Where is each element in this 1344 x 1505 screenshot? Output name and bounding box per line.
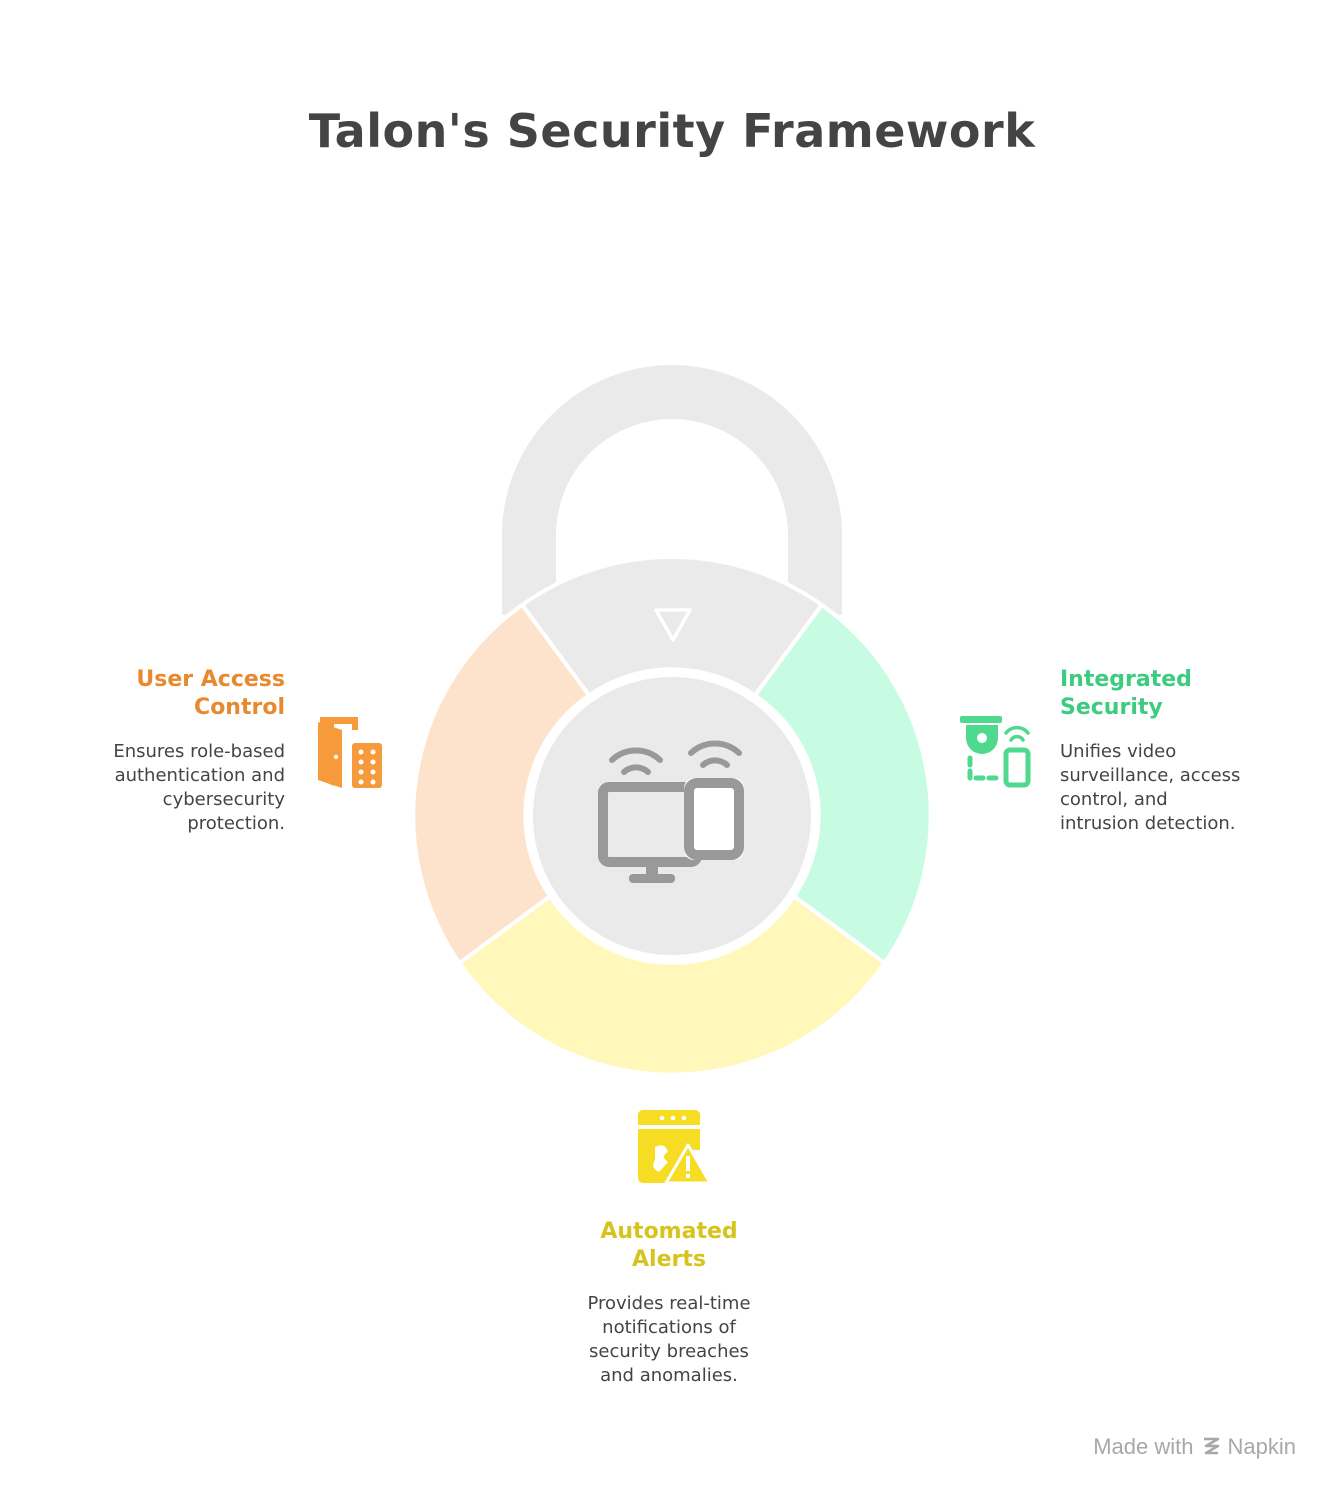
lock-center <box>529 673 815 959</box>
automated-alerts-block: Automated Alerts Provides real-time noti… <box>544 1218 794 1388</box>
automated-alerts-description: Provides real-time notifications of secu… <box>587 1293 751 1386</box>
segment-automated-alerts <box>456 893 888 1077</box>
segment-integrated-security <box>752 602 933 966</box>
made-with-napkin-badge[interactable]: Made with Napkin <box>1093 1434 1296 1460</box>
segment-top <box>519 555 825 699</box>
user-access-control-description: Ensures role-based authentication and cy… <box>113 741 285 834</box>
automated-alerts-title: Automated Alerts <box>600 1219 738 1272</box>
user-access-control-block: User Access Control Ensures role-based a… <box>60 666 285 836</box>
door-keypad-icon <box>318 717 382 788</box>
devices-wifi-icon <box>598 740 744 883</box>
alert-window-icon <box>638 1110 712 1185</box>
integrated-security-block: Integrated Security Unifies video survei… <box>1060 666 1310 836</box>
integrated-security-title: Integrated Security <box>1060 667 1192 720</box>
napkin-logo-icon <box>1203 1437 1219 1455</box>
triangle-marker-icon <box>654 608 692 642</box>
integrated-security-description: Unifies video surveillance, access contr… <box>1060 741 1241 834</box>
camera-phone-icon <box>960 716 1031 788</box>
made-with-label: Made with <box>1093 1434 1194 1459</box>
segment-user-access <box>411 602 592 966</box>
page-title: Talon's Security Framework <box>308 104 1036 158</box>
napkin-brand-label: Napkin <box>1227 1434 1296 1459</box>
lock-shackle <box>502 365 842 615</box>
user-access-control-title: User Access Control <box>136 667 285 720</box>
